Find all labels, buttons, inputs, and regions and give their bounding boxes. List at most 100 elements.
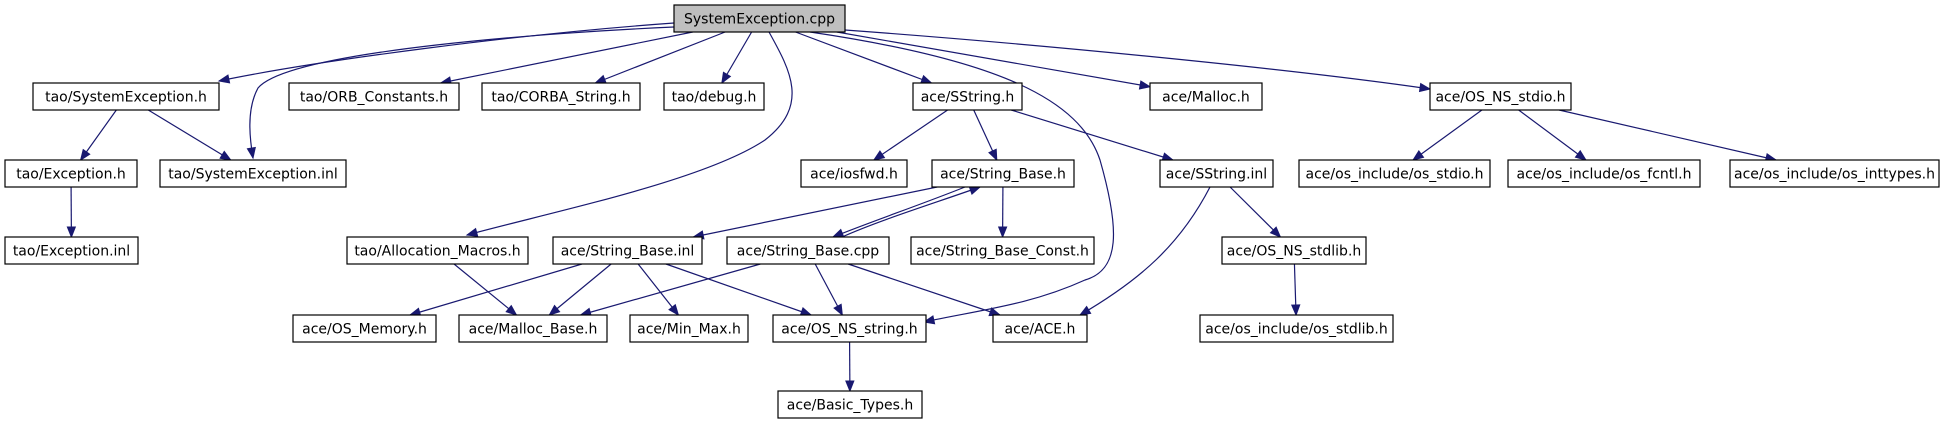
- edge-ace_os_ns_stdio-to-ace_osinc_inttypes: [1558, 109, 1778, 163]
- node-box: [292, 314, 437, 343]
- edge-line: [1412, 109, 1483, 161]
- node-ace_os_ns_stdio[interactable]: ace/OS_NS_stdio.h: [1429, 82, 1572, 111]
- node-ace_os_ns_stdlib[interactable]: ace/OS_NS_stdlib.h: [1221, 236, 1367, 265]
- node-ace_string_base_h[interactable]: ace/String_Base.h: [931, 159, 1075, 188]
- edge-ace_os_ns_stdio-to-ace_osinc_fcntl: [1518, 109, 1587, 161]
- edge-ace_sstring_inl-to-ace_ace_h: [1078, 186, 1211, 316]
- edge-ace_sstring_h-to-ace_iosfwd: [872, 109, 948, 161]
- edge-root-to-ace_malloc_h: [836, 31, 1152, 90]
- edge-line: [832, 186, 966, 238]
- node-label: ace/iosfwd.h: [810, 167, 898, 183]
- node-box: [552, 236, 703, 265]
- edge-line: [147, 109, 232, 161]
- node-label: ace/String_Base.h: [940, 167, 1066, 183]
- edge-arrowhead: [505, 304, 518, 316]
- node-label: ace/OS_NS_stdlib.h: [1227, 244, 1362, 260]
- node-ace_sstring_h[interactable]: ace/SString.h: [912, 82, 1023, 111]
- edge-arrowhead: [997, 226, 1008, 239]
- node-tao_debug[interactable]: tao/debug.h: [663, 82, 765, 111]
- edge-ace_os_ns_stdio-to-ace_osinc_stdio: [1411, 109, 1483, 161]
- node-tao_alloc_macros[interactable]: tao/Allocation_Macros.h: [346, 236, 529, 265]
- node-ace_malloc_base[interactable]: ace/Malloc_Base.h: [458, 314, 608, 343]
- node-label: ace/String_Base.inl: [561, 244, 695, 260]
- node-box: [772, 314, 927, 343]
- edge-tao_se_h-to-tao_exception_h: [79, 109, 117, 162]
- node-ace_string_base_inl[interactable]: ace/String_Base.inl: [552, 236, 703, 265]
- edge-ace_os_ns_stdlib-to-ace_osinc_stdlib: [1290, 263, 1301, 317]
- edge-root-to-tao_debug: [721, 31, 753, 85]
- edge-line: [548, 263, 612, 316]
- node-box: [32, 82, 220, 111]
- edge-ace_string_base_inl-to-ace_malloc_base: [548, 263, 612, 316]
- node-ace_string_base_const[interactable]: ace/String_Base_Const.h: [910, 236, 1095, 265]
- node-ace_ace_h[interactable]: ace/ACE.h: [992, 314, 1088, 343]
- node-ace_osinc_stdlib[interactable]: ace/os_include/os_stdlib.h: [1199, 314, 1394, 343]
- edge-line: [440, 31, 693, 84]
- node-ace_malloc_h[interactable]: ace/Malloc.h: [1149, 82, 1263, 111]
- edge-arrowhead: [668, 303, 680, 317]
- edge-line: [795, 31, 932, 84]
- node-box: [931, 159, 1075, 188]
- node-label: ace/OS_NS_stdio.h: [1435, 90, 1565, 106]
- node-box: [458, 314, 608, 343]
- node-label: ace/Basic_Types.h: [787, 398, 913, 414]
- edge-arrowhead: [1138, 80, 1152, 90]
- edge-line: [409, 263, 583, 316]
- node-ace_osinc_stdio[interactable]: ace/os_include/os_stdio.h: [1298, 159, 1491, 188]
- node-label: ace/String_Base.cpp: [737, 244, 880, 260]
- node-box: [673, 4, 846, 33]
- node-ace_os_memory[interactable]: ace/OS_Memory.h: [292, 314, 437, 343]
- edge-arrowhead: [968, 186, 982, 195]
- edge-arrowhead: [79, 148, 91, 162]
- edge-ace_sstring_inl-to-ace_os_ns_stdlib: [1229, 186, 1282, 238]
- edge-line: [809, 31, 1115, 323]
- node-ace_iosfwd[interactable]: ace/iosfwd.h: [800, 159, 908, 188]
- node-ace_osinc_inttypes[interactable]: ace/os_include/os_inttypes.h: [1729, 159, 1940, 188]
- node-label: tao/ORB_Constants.h: [300, 90, 448, 106]
- node-box: [1429, 82, 1572, 111]
- node-label: ace/os_include/os_stdlib.h: [1205, 322, 1387, 338]
- node-label: ace/SString.inl: [1166, 167, 1267, 183]
- edge-arrowhead: [1418, 82, 1432, 93]
- edge-arrowhead: [1269, 226, 1282, 238]
- node-tao_orb_const[interactable]: tao/ORB_Constants.h: [288, 82, 460, 111]
- node-ace_min_max[interactable]: ace/Min_Max.h: [629, 314, 749, 343]
- edge-arrowhead: [1078, 305, 1092, 316]
- node-box: [1729, 159, 1940, 188]
- node-ace_sstring_inl[interactable]: ace/SString.inl: [1159, 159, 1274, 188]
- edges-layer: [66, 22, 1778, 393]
- edge-root-to-ace_sstring_h: [795, 31, 933, 84]
- edge-arrowhead: [594, 74, 607, 84]
- edge-ace_string_base_inl-to-ace_min_max: [637, 263, 680, 317]
- edge-arrowhead: [246, 146, 256, 160]
- node-label: ace/ACE.h: [1005, 322, 1076, 338]
- node-label: tao/CORBA_String.h: [491, 90, 630, 106]
- node-ace_basic_types[interactable]: ace/Basic_Types.h: [777, 390, 923, 419]
- edge-ace_sstring_h-to-ace_string_base_h: [973, 109, 998, 162]
- edge-root-to-tao_se_h: [217, 22, 675, 84]
- node-tao_exception_inl[interactable]: tao/Exception.inl: [4, 236, 139, 265]
- edge-line: [841, 186, 981, 238]
- node-tao_se_inl[interactable]: tao/SystemException.inl: [159, 159, 347, 188]
- node-ace_string_base_cpp[interactable]: ace/String_Base.cpp: [726, 236, 890, 265]
- edge-arrowhead: [721, 71, 732, 85]
- edge-ace_string_base_cpp-to-ace_ace_h: [847, 263, 1002, 317]
- node-label: tao/SystemException.h: [45, 90, 207, 106]
- node-label: ace/OS_NS_string.h: [781, 322, 917, 338]
- node-box: [481, 82, 641, 111]
- node-tao_exception_h[interactable]: tao/Exception.h: [4, 159, 138, 188]
- edge-line: [218, 22, 675, 82]
- edge-arrowhead: [831, 228, 845, 238]
- node-box: [288, 82, 460, 111]
- edge-tao_alloc_macros-to-ace_malloc_base: [453, 263, 518, 316]
- node-ace_osinc_fcntl[interactable]: ace/os_include/os_fcntl.h: [1507, 159, 1701, 188]
- node-tao_corba_string[interactable]: tao/CORBA_String.h: [481, 82, 641, 111]
- edge-line: [665, 263, 812, 316]
- node-tao_se_h[interactable]: tao/SystemException.h: [32, 82, 220, 111]
- node-label: ace/Min_Max.h: [637, 322, 741, 338]
- edge-line: [873, 109, 948, 161]
- node-ace_os_ns_string[interactable]: ace/OS_NS_string.h: [772, 314, 927, 343]
- node-label: tao/Exception.h: [16, 167, 126, 183]
- node-root[interactable]: SystemException.cpp: [673, 4, 846, 33]
- node-box: [910, 236, 1095, 265]
